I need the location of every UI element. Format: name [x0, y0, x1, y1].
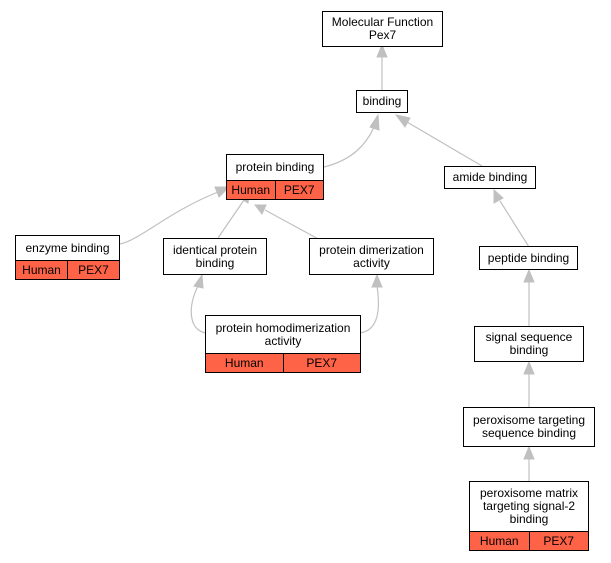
- node-label: amide binding: [452, 170, 528, 184]
- arrowhead-dimerization-from-homodimerization: [371, 273, 383, 288]
- arrowhead-binding-from-amide: [394, 114, 411, 128]
- arrowhead-amide-from-peptide: [493, 188, 504, 204]
- node-label: peroxisome targeting sequence binding: [472, 413, 586, 440]
- edge-dimerization-to-protein-binding: [264, 209, 323, 242]
- node-label: protein binding: [235, 160, 315, 174]
- annotation-row: Human PEX7: [206, 353, 360, 372]
- node-protein-binding[interactable]: protein binding Human PEX7: [226, 154, 324, 200]
- annotation-row: Human PEX7: [16, 260, 119, 279]
- node-identical-protein-binding[interactable]: identical protein binding: [163, 238, 267, 275]
- gene-cell: PEX7: [67, 261, 119, 279]
- arrowhead-protein-binding-from-enzyme: [214, 186, 231, 198]
- edge-homodimerization-to-identical: [190, 285, 207, 334]
- gene-cell: PEX7: [274, 181, 324, 199]
- node-label: protein homodimerization activity: [215, 320, 351, 348]
- gene-cell: PEX7: [528, 532, 589, 550]
- gene-cell: PEX7: [282, 354, 361, 372]
- node-protein-homodimerization-activity[interactable]: protein homodimerization activity Human …: [205, 315, 361, 373]
- species-cell: Human: [22, 263, 61, 277]
- edge-protein-binding-to-binding: [323, 126, 375, 168]
- node-label: binding: [362, 94, 402, 108]
- node-label: Molecular Function Pex7: [331, 15, 434, 42]
- arrowhead-mf: [376, 43, 388, 58]
- species-cell: Human: [479, 534, 519, 548]
- node-peroxisome-matrix-targeting-signal-2-binding[interactable]: peroxisome matrix targeting signal-2 bin…: [469, 481, 589, 551]
- node-binding[interactable]: binding: [356, 90, 408, 113]
- arrowhead-binding-from-protein-binding: [369, 113, 380, 131]
- arrowhead-identical-from-homodimerization: [193, 273, 204, 289]
- edge-homodimerization-to-dimerization: [359, 285, 379, 334]
- node-signal-sequence-binding[interactable]: signal sequence binding: [474, 326, 584, 362]
- arrowhead-protein-binding-from-dimerization: [253, 204, 267, 215]
- arrowhead-peroxisome-targeting-from-matrix: [523, 445, 535, 460]
- species-cell: Human: [224, 356, 264, 370]
- edge-amide-binding-to-binding: [406, 121, 483, 167]
- node-protein-dimerization-activity[interactable]: protein dimerization activity: [309, 238, 434, 275]
- node-label: peroxisome matrix targeting signal-2 bin…: [479, 486, 579, 526]
- annotation-row: Human PEX7: [227, 180, 323, 199]
- node-label: protein dimerization activity: [319, 242, 424, 270]
- node-label: enzyme binding: [25, 240, 110, 255]
- arrowhead-signal-from-peroxisome-targeting: [523, 360, 535, 375]
- node-label: signal sequence binding: [485, 330, 573, 357]
- node-label: peptide binding: [487, 250, 570, 265]
- arrowhead-peptide-from-signal: [523, 268, 535, 283]
- node-amide-binding[interactable]: amide binding: [444, 166, 536, 189]
- edge-peptide-to-amide: [499, 200, 530, 248]
- node-peptide-binding[interactable]: peptide binding: [479, 246, 578, 270]
- node-molecular-function[interactable]: Molecular Function Pex7: [322, 11, 443, 47]
- node-enzyme-binding[interactable]: enzyme binding Human PEX7: [15, 235, 120, 280]
- node-peroxisome-targeting-sequence-binding[interactable]: peroxisome targeting sequence binding: [463, 407, 595, 447]
- edge-identical-to-protein-binding: [217, 199, 245, 239]
- species-cell: Human: [231, 183, 271, 197]
- edge-enzyme-binding-to-protein-binding: [119, 191, 219, 245]
- annotation-row: Human PEX7: [470, 531, 588, 550]
- node-label: identical protein binding: [172, 242, 258, 270]
